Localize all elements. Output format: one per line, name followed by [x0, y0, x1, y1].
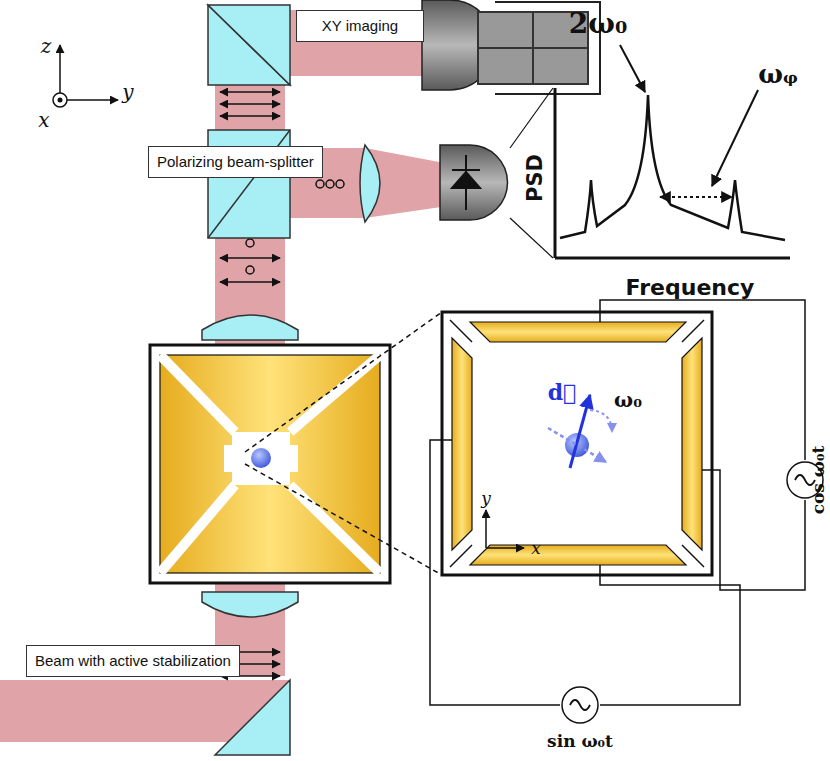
- label-box: XY imaging: [296, 10, 424, 42]
- frequency-label: ωᵩ: [758, 61, 798, 87]
- axis-title: PSD: [525, 154, 546, 202]
- label-box: Beam with active stabilization: [26, 645, 240, 677]
- signal-label: sin ω₀t: [547, 733, 613, 750]
- axis-label: z: [41, 36, 52, 56]
- box-text: Polarizing beam-splitter: [157, 153, 314, 171]
- axis-label: x: [531, 540, 541, 557]
- box-text: Beam with active stabilization: [35, 652, 231, 670]
- axis-label: y: [122, 82, 133, 102]
- axis-title: Frequency: [626, 277, 755, 299]
- label-box: Polarizing beam-splitter: [148, 146, 323, 178]
- signal-label: cos ω₀t: [810, 446, 827, 515]
- box-text: XY imaging: [305, 17, 415, 35]
- frequency-label: 2ω₀: [569, 10, 627, 38]
- axis-label: y: [481, 490, 491, 507]
- dipole-label: d⃗: [548, 381, 577, 403]
- axis-label: x: [38, 110, 49, 130]
- rotation-label: ω₀: [614, 390, 642, 410]
